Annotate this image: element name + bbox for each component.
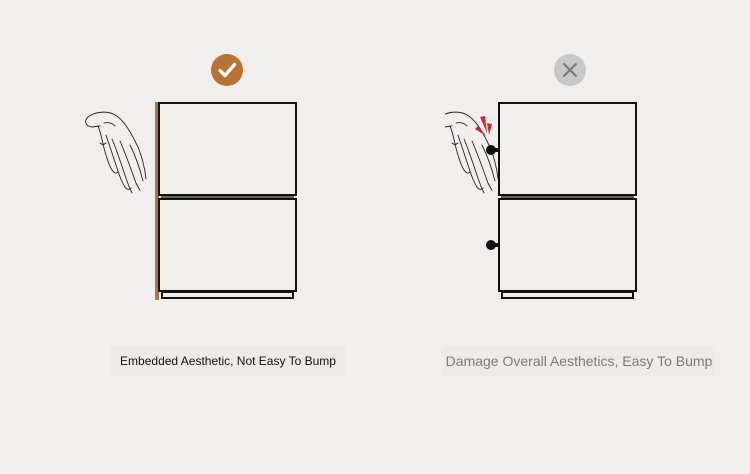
hand-icon	[85, 111, 147, 194]
cabinet	[158, 102, 297, 299]
protruding-handle-panel: Damage Overall Aesthetics, Easy To Bump	[375, 0, 750, 474]
impact-warning-icon	[475, 116, 492, 136]
embedded-cabinet-illustration	[85, 102, 297, 300]
cabinet-base	[161, 291, 294, 299]
checkmark-icon	[211, 54, 243, 86]
lower-door	[158, 198, 297, 292]
protruding-caption: Damage Overall Aesthetics, Easy To Bump	[443, 346, 715, 376]
embedded-handle-strip	[155, 102, 159, 300]
knob-cabinet-illustration	[445, 102, 637, 299]
upper-door	[498, 102, 637, 196]
rejected-badge	[554, 54, 586, 86]
approved-badge	[211, 54, 243, 86]
embedded-caption: Embedded Aesthetic, Not Easy To Bump	[110, 346, 346, 376]
upper-door	[158, 102, 297, 196]
embedded-handle-panel: Embedded Aesthetic, Not Easy To Bump	[85, 54, 346, 376]
protruding-knob-upper	[486, 145, 499, 155]
cross-icon	[554, 54, 586, 86]
cabinet-base	[501, 291, 634, 299]
protruding-knob-lower	[486, 240, 499, 250]
hand-icon	[445, 111, 499, 194]
cabinet	[498, 102, 637, 299]
lower-door	[498, 198, 637, 292]
